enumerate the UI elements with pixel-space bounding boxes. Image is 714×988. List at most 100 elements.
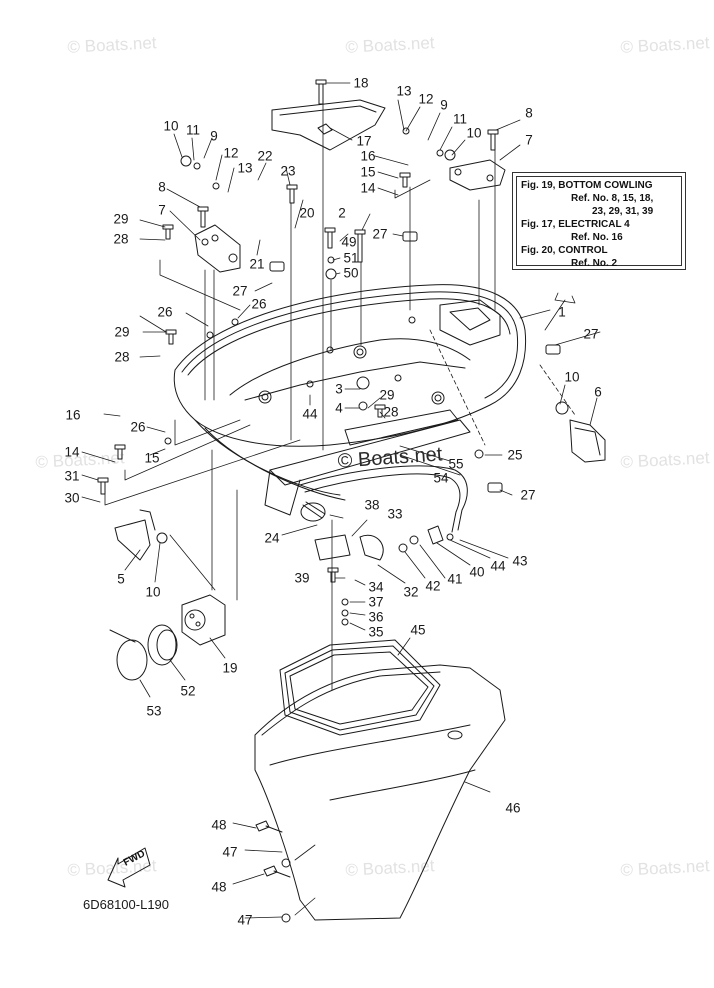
callout-40[interactable]: 40 [469, 564, 485, 580]
bottom-cowling-tray[interactable] [173, 284, 527, 501]
callout-7[interactable]: 7 [158, 202, 166, 218]
callout-2[interactable]: 2 [338, 205, 346, 221]
callout-31[interactable]: 31 [64, 468, 80, 484]
callout-23[interactable]: 23 [280, 163, 296, 179]
callout-4[interactable]: 4 [335, 400, 343, 416]
lower-cowling[interactable] [254, 664, 506, 921]
callout-19[interactable]: 19 [222, 660, 238, 676]
callout-55[interactable]: 55 [448, 456, 464, 472]
callout-34[interactable]: 34 [368, 579, 384, 595]
seal-gasket[interactable] [279, 639, 441, 736]
callout-1[interactable]: 1 [558, 304, 566, 320]
part-52-ring[interactable] [147, 624, 178, 666]
callout-28[interactable]: 28 [114, 349, 130, 365]
callout-44[interactable]: 44 [302, 406, 318, 422]
callout-14[interactable]: 14 [64, 444, 80, 460]
callout-33[interactable]: 33 [387, 506, 403, 522]
grommets[interactable] [156, 127, 569, 923]
callout-12[interactable]: 12 [223, 145, 239, 161]
callout-46[interactable]: 46 [505, 800, 521, 816]
callout-27[interactable]: 27 [372, 226, 388, 242]
callout-18[interactable]: 18 [353, 75, 369, 91]
part-6-connector[interactable] [569, 419, 606, 463]
callout-21[interactable]: 21 [249, 256, 265, 272]
callout-20[interactable]: 20 [299, 205, 315, 221]
callout-38[interactable]: 38 [364, 497, 380, 513]
callout-11[interactable]: 11 [185, 122, 201, 138]
callout-47[interactable]: 47 [237, 912, 253, 928]
part-24-fitting[interactable] [300, 501, 326, 522]
callout-35[interactable]: 35 [368, 624, 384, 640]
callout-26[interactable]: 26 [251, 296, 267, 312]
callout-29[interactable]: 29 [114, 324, 130, 340]
ref-fig-17[interactable]: Fig. 17, ELECTRICAL 4 [521, 219, 630, 230]
callout-3[interactable]: 3 [335, 381, 343, 397]
callout-51[interactable]: 51 [343, 250, 359, 266]
callout-17[interactable]: 17 [356, 133, 372, 149]
callout-42[interactable]: 42 [425, 578, 441, 594]
callout-44[interactable]: 44 [490, 558, 506, 574]
callout-28[interactable]: 28 [113, 231, 129, 247]
callout-54[interactable]: 54 [433, 470, 449, 486]
callout-24[interactable]: 24 [264, 530, 280, 546]
callout-49[interactable]: 49 [341, 234, 357, 250]
callout-16[interactable]: 16 [360, 148, 376, 164]
callout-29[interactable]: 29 [113, 211, 129, 227]
callout-29[interactable]: 29 [379, 387, 395, 403]
part-5-lever[interactable] [114, 509, 156, 561]
callout-9[interactable]: 9 [210, 128, 218, 144]
leader-lines [81, 82, 601, 919]
callout-26[interactable]: 26 [157, 304, 173, 320]
callout-16[interactable]: 16 [65, 407, 81, 423]
callout-27[interactable]: 27 [583, 326, 599, 342]
callout-28[interactable]: 28 [383, 404, 399, 420]
callout-10[interactable]: 10 [564, 369, 580, 385]
callout-48[interactable]: 48 [211, 879, 227, 895]
callout-39[interactable]: 39 [294, 570, 310, 586]
callout-8[interactable]: 8 [158, 179, 166, 195]
callout-14[interactable]: 14 [360, 180, 376, 196]
callout-41[interactable]: 41 [447, 571, 463, 587]
ref-fig-19[interactable]: Fig. 19, BOTTOM COWLING [521, 180, 653, 191]
callout-10[interactable]: 10 [145, 584, 161, 600]
callout-27[interactable]: 27 [232, 283, 248, 299]
callout-15[interactable]: 15 [360, 164, 376, 180]
callout-43[interactable]: 43 [512, 553, 528, 569]
callout-26[interactable]: 26 [130, 419, 146, 435]
callout-52[interactable]: 52 [180, 683, 196, 699]
callout-12[interactable]: 12 [418, 91, 434, 107]
callout-13[interactable]: 13 [237, 160, 253, 176]
callout-30[interactable]: 30 [64, 490, 80, 506]
callout-7[interactable]: 7 [525, 132, 533, 148]
part-40-nut[interactable] [427, 525, 444, 545]
callout-8[interactable]: 8 [525, 105, 533, 121]
callout-9[interactable]: 9 [440, 97, 448, 113]
callout-32[interactable]: 32 [403, 584, 419, 600]
callout-45[interactable]: 45 [410, 622, 426, 638]
callout-37[interactable]: 37 [368, 594, 384, 610]
part-53-clamp[interactable] [109, 629, 148, 681]
callout-15[interactable]: 15 [144, 450, 160, 466]
bracket-right[interactable] [449, 159, 506, 191]
callout-6[interactable]: 6 [594, 384, 602, 400]
callout-11[interactable]: 11 [452, 111, 468, 127]
callout-47[interactable]: 47 [222, 844, 238, 860]
callout-53[interactable]: 53 [146, 703, 162, 719]
front-trim-strip[interactable] [264, 409, 471, 516]
callout-36[interactable]: 36 [368, 609, 384, 625]
callout-27[interactable]: 27 [520, 487, 536, 503]
part-33-bracket[interactable] [314, 534, 384, 561]
callout-13[interactable]: 13 [396, 83, 412, 99]
part-19-switch[interactable] [181, 594, 226, 646]
hose[interactable] [299, 465, 468, 533]
callout-5[interactable]: 5 [117, 571, 125, 587]
callout-22[interactable]: 22 [257, 148, 273, 164]
callout-10[interactable]: 10 [163, 118, 179, 134]
callout-10[interactable]: 10 [466, 125, 482, 141]
bracket-left[interactable] [194, 224, 241, 273]
bolts[interactable] [97, 79, 499, 878]
callout-50[interactable]: 50 [343, 265, 359, 281]
callout-48[interactable]: 48 [211, 817, 227, 833]
ref-fig-20[interactable]: Fig. 20, CONTROL [521, 245, 608, 256]
callout-25[interactable]: 25 [507, 447, 523, 463]
